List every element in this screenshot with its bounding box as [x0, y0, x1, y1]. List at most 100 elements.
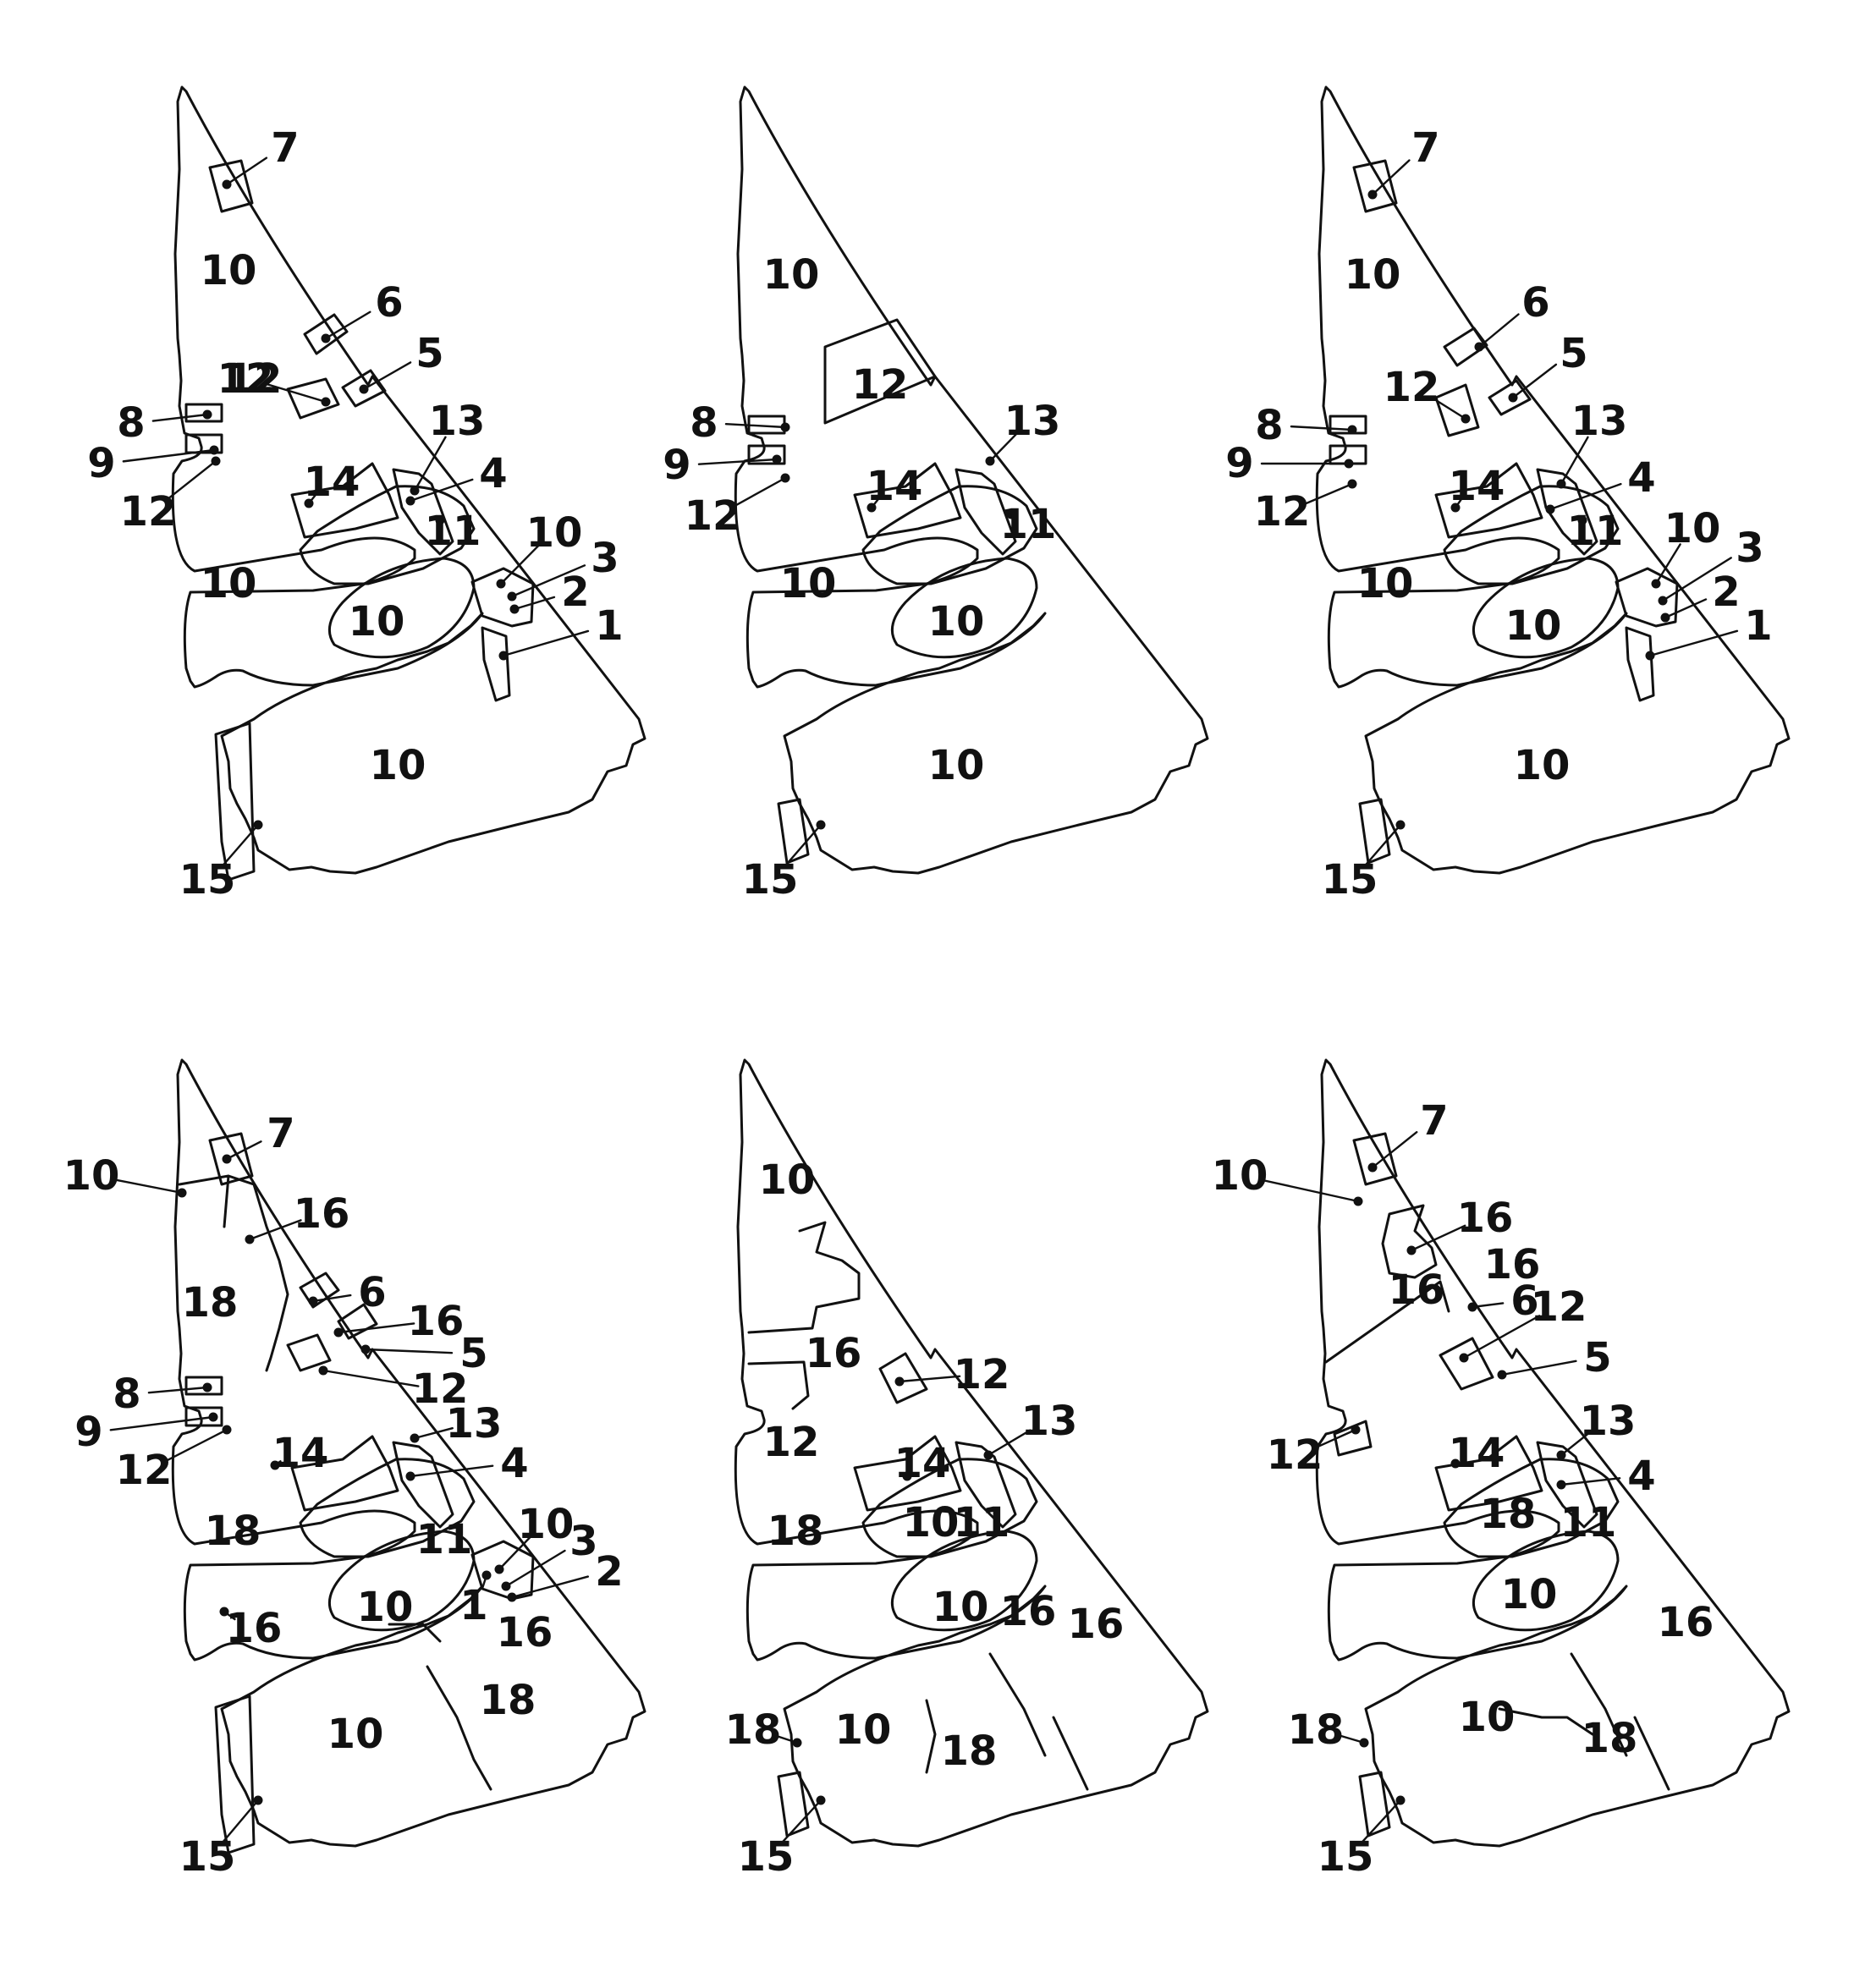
leader-dot: [1577, 515, 1587, 525]
leader-dot: [1651, 579, 1661, 589]
site-boundary: [171, 1058, 646, 1848]
zone-boundary-north: [747, 1221, 861, 1410]
leader-line: [162, 1428, 228, 1464]
leader-line: [109, 1415, 215, 1431]
leader-dot: [498, 651, 509, 661]
leader-dot: [1367, 1162, 1378, 1173]
area-label: 18: [941, 1728, 998, 1775]
leader-dot: [1450, 503, 1461, 513]
leader-line: [504, 1549, 566, 1588]
callout-label: 15: [738, 1833, 795, 1881]
leader-dot: [1545, 504, 1555, 514]
leader-dot: [902, 1471, 912, 1481]
leader-line: [988, 432, 1018, 463]
callout-label: 13: [1021, 1398, 1078, 1445]
block-15: [214, 722, 256, 882]
callout-label: 9: [87, 440, 115, 487]
leader-line: [364, 1348, 454, 1354]
leader-dot: [1450, 1458, 1461, 1469]
leader-dot: [1467, 1302, 1477, 1312]
zone-boundary-north: [1324, 1204, 1450, 1364]
area-label: 16: [1000, 1588, 1057, 1635]
block-6: [1443, 327, 1488, 367]
leader-dot: [1395, 1795, 1406, 1805]
leader-dot: [410, 486, 420, 496]
lake-island: [327, 1530, 476, 1632]
leader-dot: [780, 473, 790, 483]
callout-label: 12: [1384, 364, 1440, 411]
leader-dot: [1006, 509, 1016, 519]
callout-label: 15: [1322, 856, 1378, 904]
callout-label: 10: [63, 1152, 120, 1200]
callout-label: 2: [595, 1548, 623, 1596]
area-label: 10: [1345, 251, 1401, 299]
callout-label: 5: [459, 1330, 487, 1377]
area-label: 10: [763, 251, 820, 299]
area-label: 10: [759, 1156, 816, 1204]
site-boundary: [1315, 1058, 1791, 1848]
callout-label: 9: [74, 1409, 102, 1456]
callout-label: 15: [179, 1833, 236, 1881]
leader-line: [513, 596, 556, 611]
callout-label: 11: [1567, 508, 1624, 555]
area-label: 11: [416, 1516, 473, 1563]
leader-dot: [1658, 596, 1668, 606]
leader-line: [1471, 1302, 1505, 1309]
area-label: 10: [201, 247, 257, 294]
callout-label: 14: [1449, 463, 1505, 510]
leader-line: [1260, 1178, 1360, 1203]
callout-label: 7: [271, 124, 299, 172]
callout-label: 5: [415, 330, 443, 377]
block-7: [208, 159, 254, 213]
callout-label: 8: [113, 1371, 140, 1418]
area-label: 16: [1068, 1601, 1125, 1648]
leader-line: [1371, 1131, 1418, 1169]
callout-label: 7: [1411, 124, 1439, 172]
callout-label: 13: [1571, 398, 1628, 445]
leader-dot: [209, 445, 219, 455]
callout-label: 1: [459, 1582, 487, 1629]
callout-label: 10: [1212, 1152, 1268, 1200]
lake-island: [1472, 557, 1620, 659]
callout-label: 12: [1254, 488, 1311, 536]
leader-dot: [435, 515, 445, 525]
zone-boundary-south: [1498, 1652, 1670, 1791]
callout-label: 12: [412, 1365, 469, 1413]
leader-dot: [496, 579, 506, 589]
site-boundary: [1315, 85, 1791, 875]
area-label: 10: [835, 1706, 892, 1754]
leader-dot: [1556, 1480, 1566, 1490]
callout-label: 5: [1583, 1334, 1611, 1381]
block-11: [392, 1441, 454, 1529]
block-8: [184, 403, 223, 423]
leader-line: [1363, 823, 1402, 868]
lake-ring-outer: [1443, 485, 1620, 585]
leader-dot: [509, 604, 520, 614]
block-15: [1358, 798, 1391, 865]
leader-line: [697, 458, 778, 465]
block-14: [1434, 462, 1543, 539]
leader-line: [730, 476, 787, 509]
lake-island: [890, 557, 1038, 659]
leader-line: [724, 422, 787, 429]
callout-label: 12: [1531, 1283, 1587, 1331]
leader-dot: [202, 1382, 212, 1392]
callout-label: 1: [595, 602, 623, 650]
leader-line: [1500, 1360, 1577, 1376]
block-15: [1358, 1771, 1391, 1837]
leader-dot: [202, 409, 212, 420]
lake-island: [327, 557, 476, 659]
callout-label: 6: [358, 1269, 386, 1316]
block-6: [299, 1272, 340, 1309]
leader-dot: [308, 1296, 318, 1306]
leader-dot: [507, 591, 517, 601]
callout-label: 18: [1288, 1706, 1345, 1754]
callout-label: 4: [500, 1440, 528, 1487]
leader-dot: [405, 1471, 415, 1481]
area-label: 12: [852, 361, 909, 409]
leader-dot: [1556, 1450, 1566, 1460]
area-label: 12: [763, 1419, 820, 1466]
leader-line: [151, 413, 209, 422]
